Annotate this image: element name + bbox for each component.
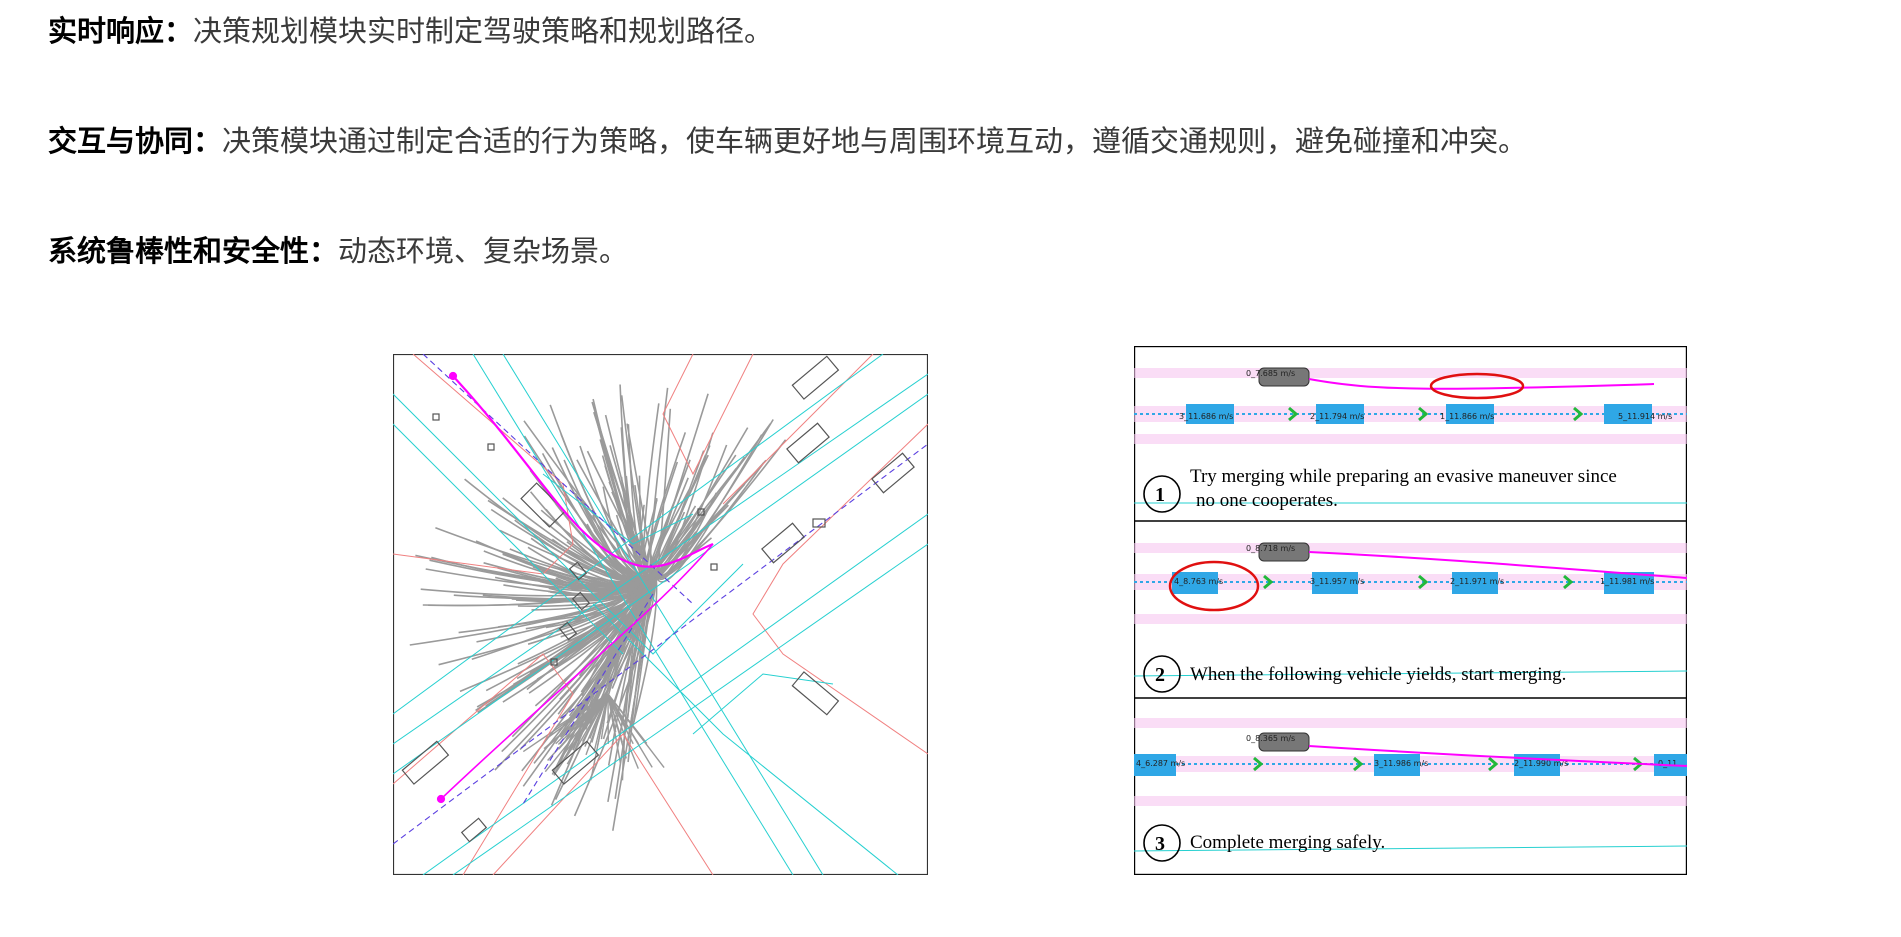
- caption-line: Try merging while preparing an evasive m…: [1190, 466, 1617, 487]
- vehicle-3: [1374, 754, 1420, 776]
- highlight-ellipse: [1429, 372, 1525, 400]
- ego-vehicle: [1258, 732, 1310, 752]
- merge-sequence-figure: 3_11.686 m/s 2_11.794 m/s 1_11.866 m/s 5…: [1134, 346, 1687, 875]
- candidate-trajectory: [522, 693, 609, 753]
- caption-line: no one cooperates.: [1196, 490, 1338, 511]
- candidate-trajectory: [607, 693, 640, 745]
- term-label: 交互与协同：: [48, 124, 223, 158]
- caption-line: Complete merging safely.: [1190, 832, 1385, 853]
- ego-speed: 0_7.685 m/s: [1246, 369, 1295, 378]
- merge-panel-2: 4_8.763 m/s 3_11.957 m/s 2_11.971 m/s 1_…: [1134, 542, 1687, 693]
- candidate-trajectory: [654, 524, 710, 583]
- candidate-trajectory: [654, 444, 728, 578]
- body-text: 决策模块通过制定合适的行为策略，使车辆更好地与周围环境互动，遵循交通规则，避免碰…: [222, 124, 1528, 158]
- merge-panel-3: 4_6.287 m/s 3_11.986 m/s 2_11.990 m/s 0_…: [1134, 718, 1687, 862]
- speed-label: 2_11.794 m/s: [1310, 412, 1364, 421]
- candidate-trajectory: [567, 693, 609, 756]
- speed-label: 2_11.990 m/s: [1514, 759, 1568, 768]
- step-number: 1: [1155, 484, 1165, 506]
- step-number: 3: [1155, 833, 1165, 855]
- candidate-trajectory: [597, 693, 609, 746]
- term-label: 系统鲁棒性和安全性：: [48, 234, 339, 268]
- candidate-trajectory: [604, 414, 656, 577]
- candidate-trajectory: [585, 693, 609, 737]
- body-text: 决策规划模块实时制定驾驶策略和规划路径。: [193, 14, 774, 48]
- candidate-trajectory: [509, 548, 656, 586]
- vehicle-2: [1452, 572, 1498, 594]
- speed-label: 3_11.957 m/s: [1310, 577, 1364, 586]
- paragraph-interaction: 交互与协同：决策模块通过制定合适的行为策略，使车辆更好地与周围环境互动，遵循交通…: [48, 118, 1527, 160]
- term-label: 实时响应：: [48, 14, 194, 48]
- ego-speed: 0_8.365 m/s: [1246, 734, 1295, 743]
- vehicle-2: [1316, 404, 1364, 424]
- candidate-trajectory: [551, 568, 656, 775]
- caption-line: When the following vehicle yields, start…: [1190, 664, 1566, 685]
- speed-label: 4_6.287 m/s: [1136, 759, 1185, 768]
- vehicle-5: [1604, 404, 1652, 424]
- vehicle-1: [1604, 572, 1654, 594]
- candidate-trajectory: [632, 568, 658, 726]
- candidate-trajectory: [544, 693, 609, 773]
- body-text: 动态环境、复杂场景。: [338, 234, 629, 268]
- speed-label: 4_8.763 m/s: [1174, 577, 1223, 586]
- ego-vehicle: [1258, 367, 1310, 387]
- speed-label: 2_11.971 m/s: [1450, 577, 1504, 586]
- lane-lines: [393, 354, 928, 875]
- center-lines: [393, 354, 928, 845]
- speed-label: 3_11.986 m/s: [1374, 759, 1428, 768]
- road-edges: [393, 354, 928, 875]
- candidate-trajectory: [529, 469, 656, 579]
- vehicle-4: [1134, 754, 1176, 776]
- planned-path: [436, 371, 714, 804]
- paragraph-realtime: 实时响应：决策规划模块实时制定驾驶策略和规划路径。: [48, 8, 773, 50]
- paragraph-robustness: 系统鲁棒性和安全性：动态环境、复杂场景。: [48, 228, 628, 270]
- candidate-trajectory: [607, 693, 643, 738]
- obstacles: [401, 355, 915, 843]
- speed-label: 3_11.686 m/s: [1179, 412, 1233, 421]
- candidate-trajectory: [607, 693, 639, 769]
- speed-label: 0_11: [1658, 759, 1677, 768]
- vehicle-3: [1186, 404, 1234, 424]
- highlight-ellipse: [1168, 560, 1260, 612]
- ego-speed: 0_8.718 m/s: [1246, 544, 1295, 553]
- candidate-trajectory: [633, 568, 656, 723]
- speed-label: 1_11.866 m/s: [1440, 412, 1494, 421]
- intersection-planning-figure: [393, 354, 928, 875]
- vehicle-1: [1446, 404, 1494, 424]
- vehicle-4: [1172, 572, 1218, 594]
- speed-label: 5_11.914 m/s: [1618, 412, 1672, 421]
- vehicle-3: [1312, 572, 1358, 594]
- step-number: 2: [1155, 664, 1165, 686]
- candidate-trajectory: [502, 497, 656, 581]
- merge-panel-1: 3_11.686 m/s 2_11.794 m/s 1_11.866 m/s 5…: [1134, 367, 1687, 513]
- speed-label: 1_11.981 m/s: [1600, 577, 1654, 586]
- candidate-trajectory: [558, 693, 609, 750]
